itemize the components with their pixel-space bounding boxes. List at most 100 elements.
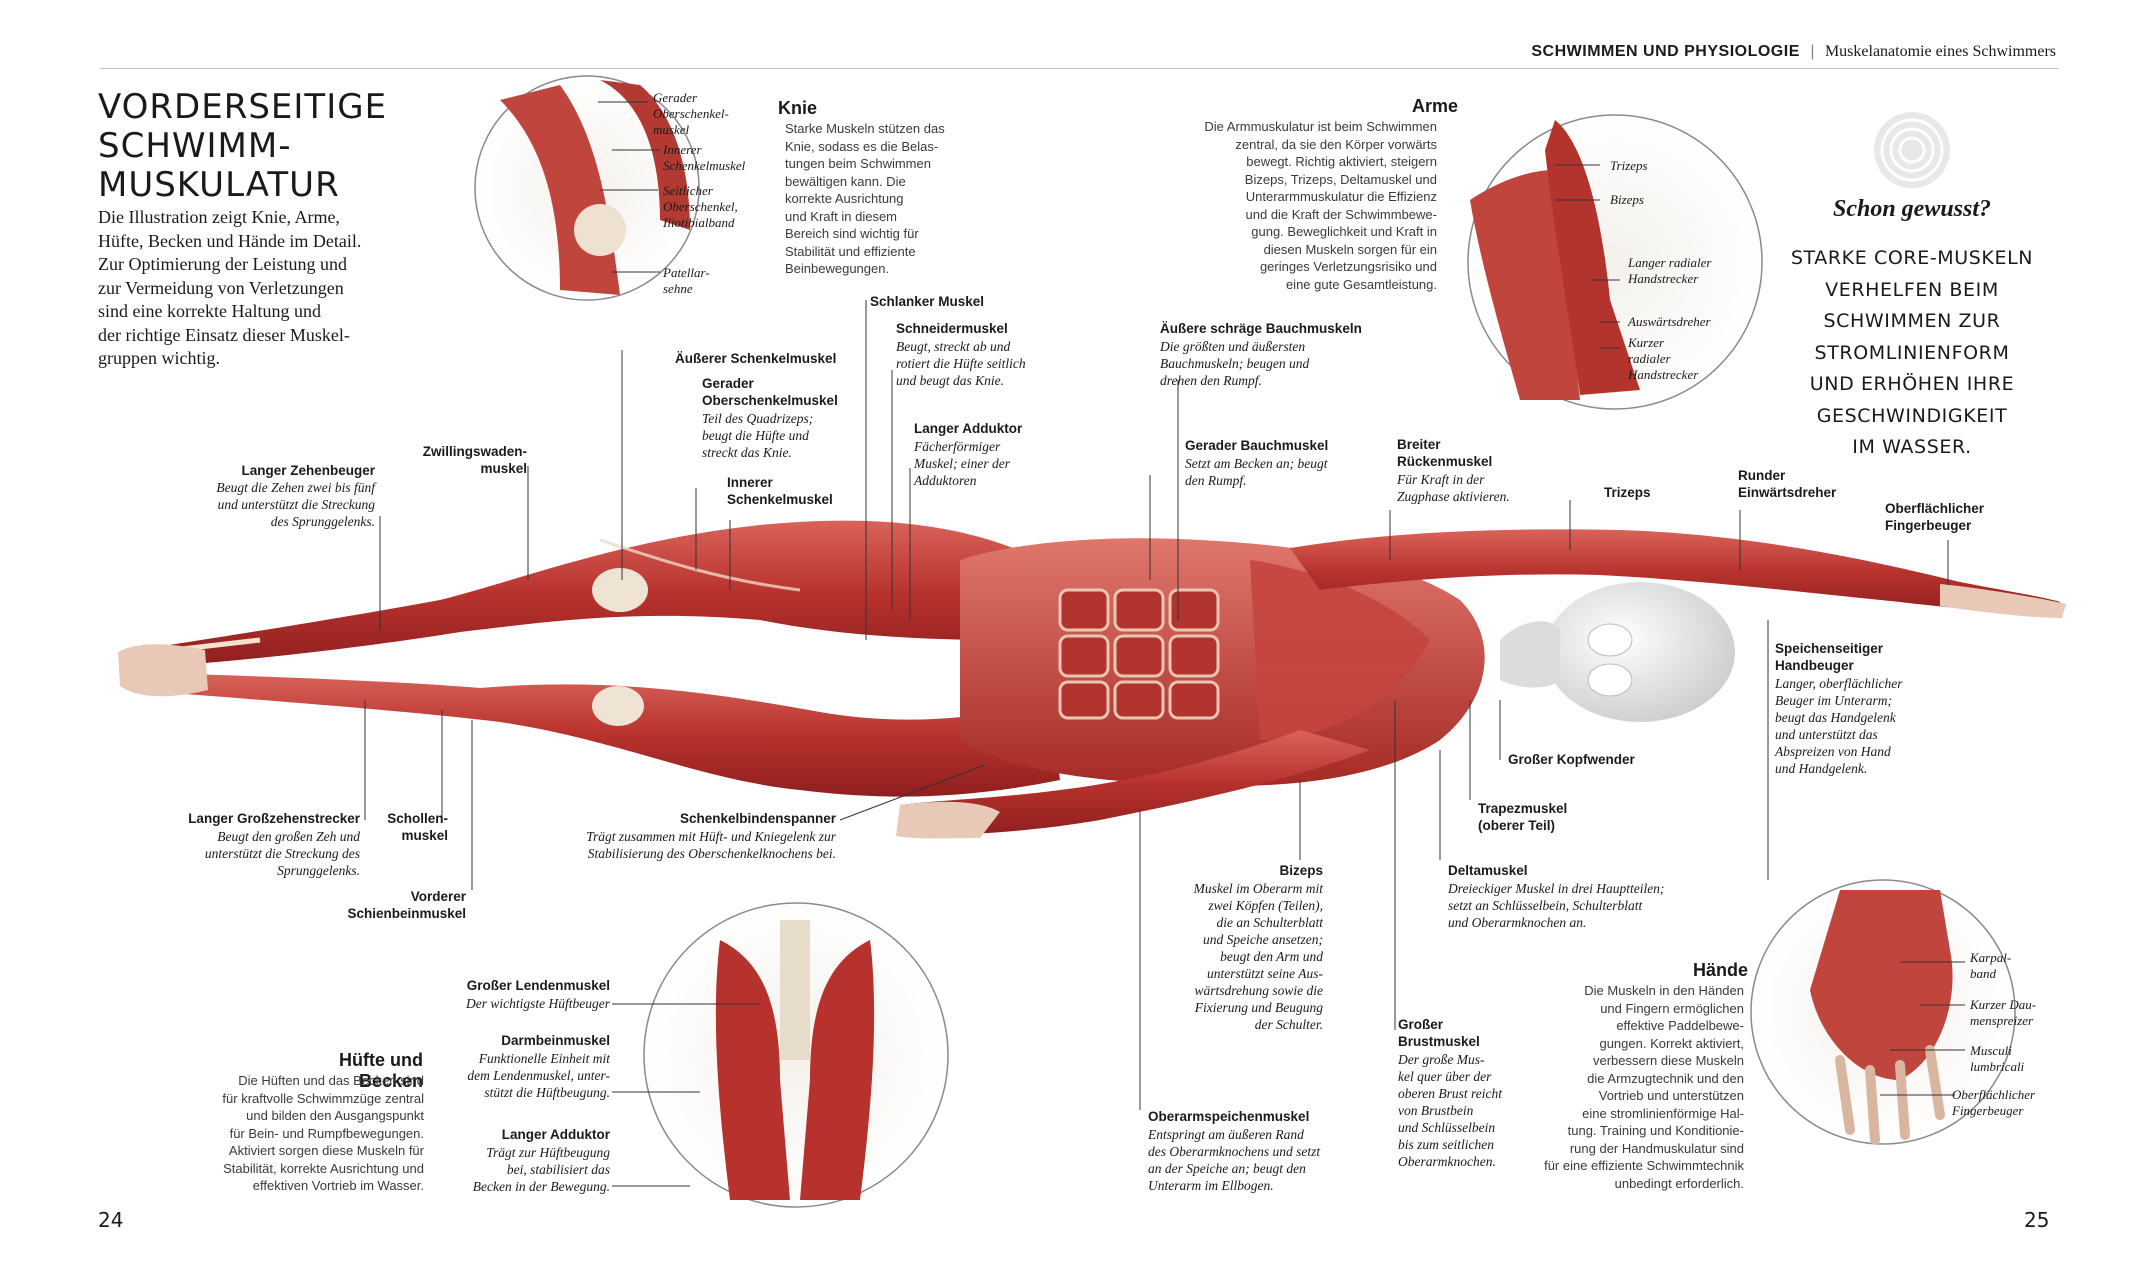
desc-line: und Handgelenk. xyxy=(1775,761,1868,776)
desc-line: und Schlüsselbein xyxy=(1398,1120,1496,1135)
arm-label-triceps: Trizeps xyxy=(1610,158,1648,174)
label-bizeps: Bizeps xyxy=(1120,862,1323,879)
desc-line: Die größten und äußersten xyxy=(1160,339,1306,354)
desc-line: bei, stabilisiert das xyxy=(506,1162,610,1177)
label-innerer-schenkelmuskel: Innerer Schenkelmuskel xyxy=(727,474,833,508)
hands-body-line: Die Muskeln in den Händen xyxy=(1584,983,1744,998)
label-name: Großer Kopfwender xyxy=(1508,752,1635,767)
label-name: Großer xyxy=(1398,1017,1444,1032)
hands-body-line: tung. Training und Konditionie- xyxy=(1567,1123,1744,1138)
desc-line: rotiert die Hüfte seitlich xyxy=(896,356,1026,371)
label-name: Äußere schräge Bauchmuskeln xyxy=(1160,321,1362,336)
desc-line: und Oberarmknochen an. xyxy=(1448,915,1587,930)
label-speichenseitiger-handbeuger: Speichenseitiger Handbeuger xyxy=(1775,640,1883,674)
desc-line: Becken in der Bewegung. xyxy=(472,1179,610,1194)
arm-label-supinator: Auswärtsdreher xyxy=(1628,314,1711,330)
knee-body-line: Beinbewegungen. xyxy=(785,261,890,276)
desc-line: Fächerförmiger xyxy=(914,439,1001,454)
desc-line: Entspringt am äußeren Rand xyxy=(1148,1127,1304,1142)
fact-line: UND ERHÖHEN IHRE xyxy=(1809,373,2015,395)
fact-line: SCHWIMMEN ZUR xyxy=(1823,310,2001,332)
label-line: Innerer xyxy=(663,142,702,157)
label-line: menspreizer xyxy=(1970,1013,2034,1028)
hands-body-line: für eine effiziente Schwimmtechnik xyxy=(1544,1158,1744,1173)
desc-langer-zehenbeuger: Beugt die Zehen zwei bis fünf und unters… xyxy=(170,479,375,530)
arms-body-line: geringes Verletzungsrisiko und xyxy=(1259,259,1437,274)
desc-line: Muskel; einer der xyxy=(914,456,1010,471)
arms-body-line: eine gute Gesamtleistung. xyxy=(1285,276,1437,292)
desc-line: oberen Brust reicht xyxy=(1398,1086,1502,1101)
label-name: Vorderer xyxy=(410,889,466,904)
label-line: Kurzer Dau- xyxy=(1970,997,2037,1012)
desc-line: Setzt am Becken an; beugt xyxy=(1185,456,1328,471)
desc-line: und Speiche ansetzen; xyxy=(1203,932,1323,947)
knee-label-vastus-medialis: Innerer Schenkelmuskel xyxy=(663,142,745,174)
header-separator: | xyxy=(1810,43,1815,60)
label-aeusserer-schenkelmuskel: Äußerer Schenkelmuskel xyxy=(675,350,836,367)
label-langer-adduktor-hip: Langer Adduktor xyxy=(420,1126,610,1143)
label-line: Langer radialer xyxy=(1628,255,1712,270)
desc-line: und unterstützt das xyxy=(1775,727,1878,742)
page-number-right: 25 xyxy=(2024,1208,2050,1232)
label-line: Fingerbeuger xyxy=(1952,1103,2024,1118)
label-name: Schlanker Muskel xyxy=(870,294,985,309)
label-line: band xyxy=(1970,966,1996,981)
arm-label-biceps: Bizeps xyxy=(1610,192,1644,208)
label-schneidermuskel: Schneidermuskel xyxy=(896,320,1008,337)
torso xyxy=(960,538,1485,787)
label-deltamuskel: Deltamuskel xyxy=(1448,862,1528,879)
desc-line: Trägt zusammen mit Hüft- und Kniegelenk … xyxy=(586,829,836,844)
arms-body-line: zentral, da sie den Körper vorwärts xyxy=(1235,136,1437,152)
label-grosser-brustmuskel: Großer Brustmuskel xyxy=(1398,1016,1480,1050)
knee-body-line: Stabilität und effiziente xyxy=(785,243,916,259)
label-line: sehne xyxy=(663,281,693,296)
label-name: Äußerer Schenkelmuskel xyxy=(675,351,837,366)
desc-line: stützt die Hüftbeugung. xyxy=(484,1085,610,1100)
desc-line: Funktionelle Einheit mit xyxy=(478,1051,610,1066)
label-gerader-oberschenkelmuskel: Gerader Oberschenkelmuskel xyxy=(702,375,838,409)
label-line: Auswärtsdreher xyxy=(1628,314,1711,329)
label-name: Zwillingswaden- xyxy=(422,444,527,459)
arm-label-ecrb: Kurzer radialer Handstrecker xyxy=(1628,335,1698,383)
hip-detail-circle xyxy=(643,902,949,1208)
intro-line: zur Vermeidung von Verletzungen xyxy=(98,277,344,298)
desc-line: Dreieckiger Muskel in drei Hauptteilen; xyxy=(1448,881,1665,896)
leader-lines xyxy=(364,101,1965,1187)
desc-line: beugt den Arm und xyxy=(1220,949,1323,964)
knee-body: Starke Muskeln stützen das Knie, sodass … xyxy=(785,120,985,278)
hands-heading: Hände xyxy=(1693,960,1749,980)
label-name: Deltamuskel xyxy=(1448,863,1528,878)
label-vorderer-schienbeinmuskel: Vorderer Schienbeinmuskel xyxy=(330,888,466,922)
desc-line: Fixierung und Beugung xyxy=(1194,1000,1323,1015)
desc-oberarmspeichenmuskel: Entspringt am äußeren Rand des Oberarmkn… xyxy=(1148,1126,1320,1194)
label-langer-grosszehenstrecker: Langer Großzehenstrecker xyxy=(150,810,360,827)
page-title-line: MUSKULATUR xyxy=(98,165,340,205)
label-name: Schenkelmuskel xyxy=(727,492,833,507)
label-line: muskel xyxy=(653,122,690,137)
hands-body: Die Muskeln in den Händen und Fingern er… xyxy=(1530,982,1744,1192)
desc-line: Beugt, streckt ab und xyxy=(896,339,1011,354)
label-name: Langer Großzehenstrecker xyxy=(188,811,360,826)
label-line: Oberschenkel, xyxy=(663,199,738,214)
label-name: muskel xyxy=(401,828,448,843)
label-line: Handstrecker xyxy=(1628,271,1699,286)
desc-line: beugt die Hüfte und xyxy=(702,428,809,443)
label-oberflaechlicher-fingerbeuger: Oberflächlicher Fingerbeuger xyxy=(1885,500,1984,534)
label-name: Oberarmspeichenmuskel xyxy=(1148,1109,1310,1124)
lower-arm xyxy=(896,730,1370,839)
right-leg xyxy=(125,520,1040,668)
knee-body-line: Bereich sind wichtig für xyxy=(785,226,919,241)
page-title-line: VORDERSEITIGE xyxy=(98,87,388,127)
label-grosser-kopfwender: Großer Kopfwender xyxy=(1508,751,1635,768)
label-name: Großer Lendenmuskel xyxy=(466,978,610,993)
hands-body-line: eine stromlinienförmige Hal- xyxy=(1582,1105,1744,1121)
knee-body-line: bewältigen kann. Die xyxy=(785,173,906,189)
fact-line: VERHELFEN BEIM xyxy=(1825,278,1999,301)
label-name: Langer Zehenbeuger xyxy=(241,463,375,478)
hand-label-fds: Oberflächlicher Fingerbeuger xyxy=(1952,1087,2035,1119)
arms-body: Die Armmuskulatur ist beim Schwimmen zen… xyxy=(1160,118,1437,293)
arm-detail-circle xyxy=(1467,114,1763,410)
desc-langer-grosszehenstrecker: Beugt den großen Zeh und unterstützt die… xyxy=(150,828,360,879)
label-oberarmspeichenmuskel: Oberarmspeichenmuskel xyxy=(1148,1108,1309,1125)
arms-body-line: Die Armmuskulatur ist beim Schwimmen xyxy=(1204,119,1437,134)
